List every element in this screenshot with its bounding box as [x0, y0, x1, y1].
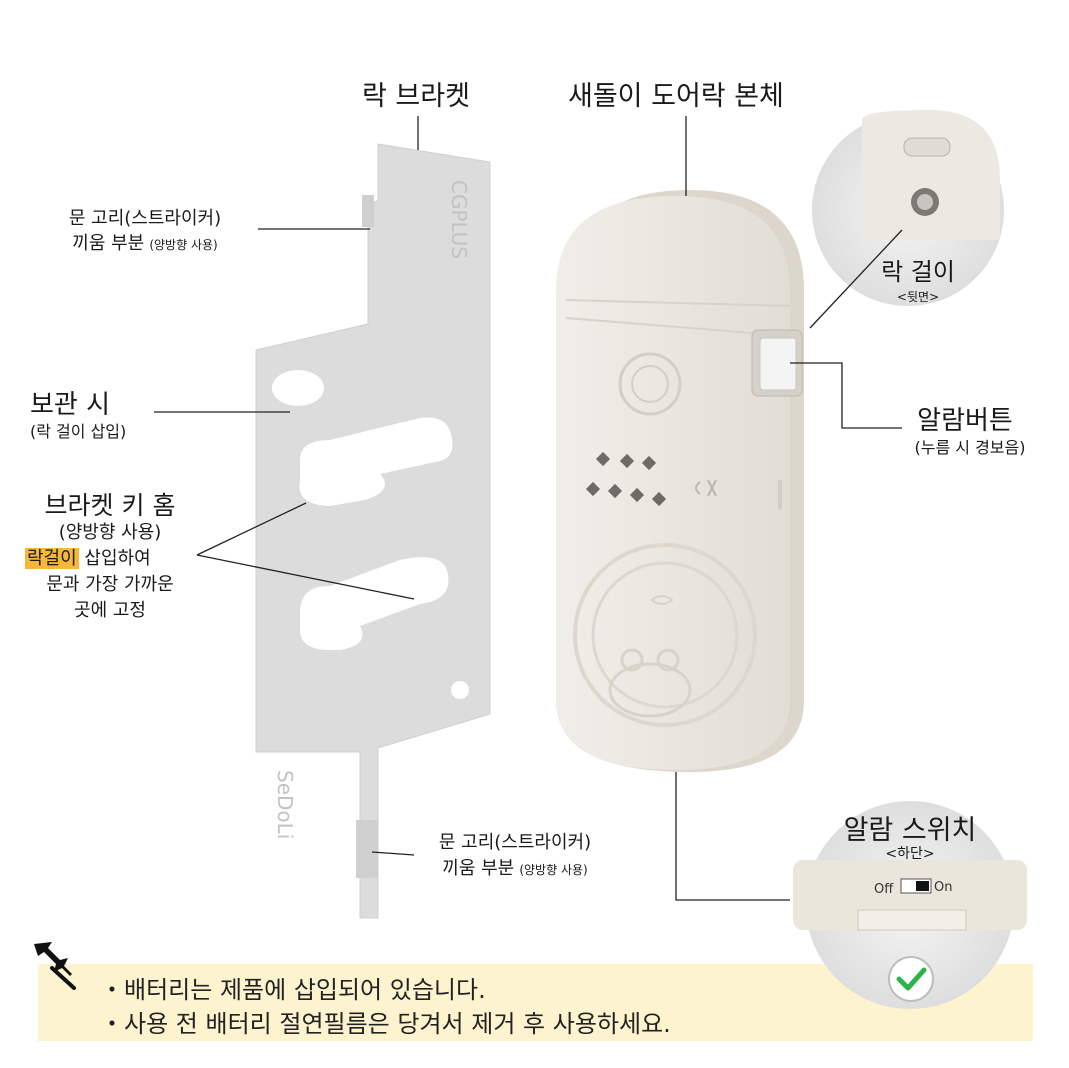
key-slot-1 [299, 417, 453, 506]
label-key-slot-sub: (양방향 사용) [58, 522, 162, 543]
label-key-slot-line2: 락걸이 삽입하여 [25, 544, 151, 570]
label-lock-hook-sub: <뒷면> [896, 290, 940, 304]
label-strike-bottom-2-small: (양방향 사용) [519, 863, 588, 877]
label-alarm-switch-sub: <하단> [885, 846, 935, 862]
strike-tab-top [362, 195, 374, 227]
notice-line-1: ・배터리는 제품에 삽입되어 있습니다. [100, 976, 486, 1004]
leader-lines [154, 116, 903, 901]
switch-off-label: Off [874, 882, 894, 897]
label-strike-bottom-2: 끼움 부분 [442, 858, 515, 879]
label-alarm-switch: 알람 스위치 [843, 815, 977, 846]
lock-bracket [255, 143, 491, 919]
label-alarm-button-sub: (누름 시 경보음) [914, 438, 1026, 457]
label-main-body: 새돌이 도어락 본체 [568, 81, 784, 112]
label-storage-sub: (락 걸이 삽입) [30, 422, 127, 441]
pushpin-icon [34, 942, 76, 990]
storage-hole [272, 370, 324, 406]
lock-hook-detail [812, 110, 1004, 306]
label-strike-top-2-wrap: 끼움 부분 (양방향 사용) [30, 229, 260, 255]
alarm-button[interactable] [759, 337, 797, 391]
label-strike-top-2-small: (양방향 사용) [149, 238, 218, 252]
bracket-small-hole [451, 681, 469, 699]
key-slot-2 [300, 557, 449, 650]
bracket-brand-bottom: SeDoLi [273, 770, 297, 839]
switch-on-label: On [934, 880, 952, 895]
check-icon [888, 956, 934, 1002]
label-lock-bracket: 락 브라켓 [362, 81, 470, 112]
label-key-slot: 브라켓 키 홈 [44, 491, 176, 520]
notice-line-2: ・사용 전 배터리 절연필름은 당겨서 제거 후 사용하세요. [100, 1010, 671, 1038]
label-key-slot-line3: 문과 가장 가까운 [46, 574, 174, 595]
label-strike-bottom-2-wrap: 끼움 부분 (양방향 사용) [405, 854, 625, 880]
bracket-brand-top: CGPLUS [447, 180, 471, 259]
label-strike-bottom-1: 문 고리(스트라이커) [438, 832, 592, 853]
door-lock-body [556, 190, 804, 772]
strike-tab-bottom [356, 820, 378, 878]
speaker-holes [585, 451, 667, 507]
label-alarm-button: 알람버튼 [917, 406, 1013, 436]
label-key-slot-rest: 삽입하여 [78, 548, 151, 569]
label-strike-top-1: 문 고리(스트라이커) [68, 208, 222, 229]
label-key-slot-line4: 곳에 고정 [74, 600, 146, 621]
label-lock-hook: 락 걸이 [881, 258, 955, 286]
alarm-switch-toggle[interactable] [916, 881, 929, 891]
alarm-switch-detail: Off On [793, 801, 1027, 1009]
label-storage: 보관 시 [30, 390, 111, 420]
label-key-slot-highlight: 락걸이 [25, 548, 79, 569]
label-strike-top-2: 끼움 부분 [72, 233, 145, 254]
